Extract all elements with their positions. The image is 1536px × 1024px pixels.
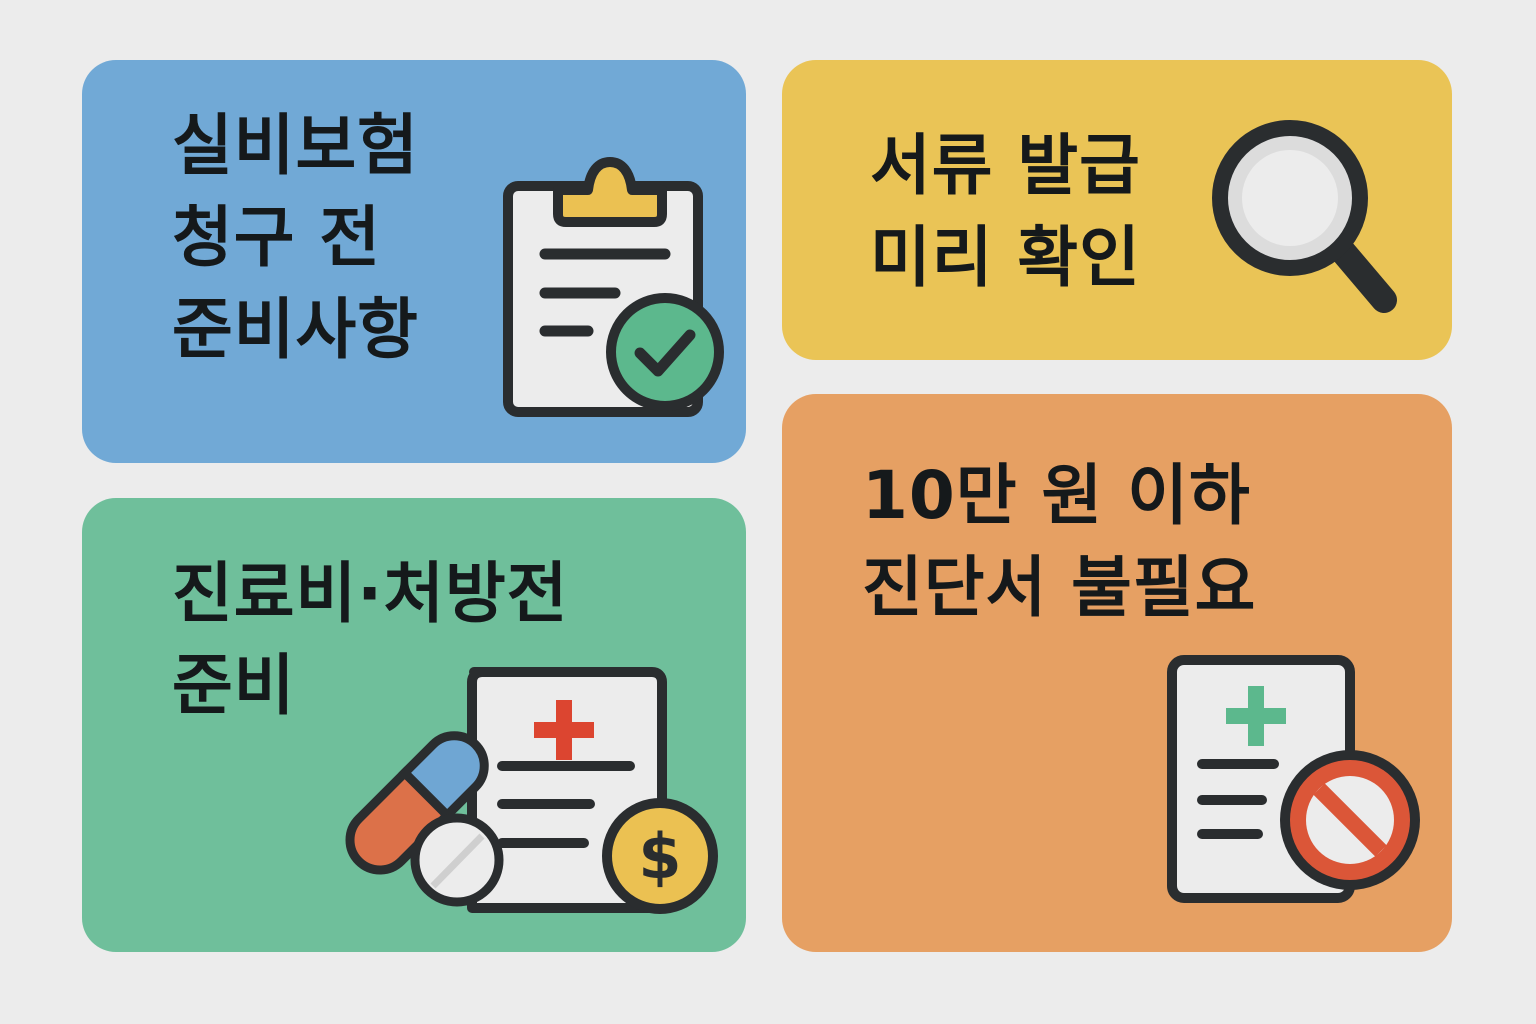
- card-title: 10만 원 이하 진단서 불필요: [862, 457, 1257, 626]
- svg-text:$: $: [638, 820, 681, 893]
- card-claim-preparation: 실비보험 청구 전 준비사항: [82, 60, 746, 463]
- card-title: 실비보험 청구 전 준비사항: [172, 107, 419, 368]
- medical-bill-pills-coin-icon: $: [345, 667, 718, 914]
- magnifying-glass-icon: [1212, 120, 1397, 313]
- tablet-pill-icon: [410, 813, 504, 907]
- card-title: 서류 발급 미리 확인: [870, 127, 1141, 296]
- card-receipt-prescription: 진료비·처방전 준비 $: [82, 498, 746, 952]
- clipboard-check-icon: [503, 157, 724, 417]
- card-title: 진료비·처방전 준비: [172, 555, 569, 724]
- prohibited-icon: [1280, 750, 1420, 890]
- medical-document-prohibited-icon: [1167, 655, 1420, 903]
- card-no-diagnosis-needed: 10만 원 이하 진단서 불필요: [782, 394, 1452, 952]
- dollar-coin-icon: $: [602, 798, 718, 914]
- capsule-icon: [345, 731, 489, 875]
- card-document-check: 서류 발급 미리 확인: [782, 60, 1452, 360]
